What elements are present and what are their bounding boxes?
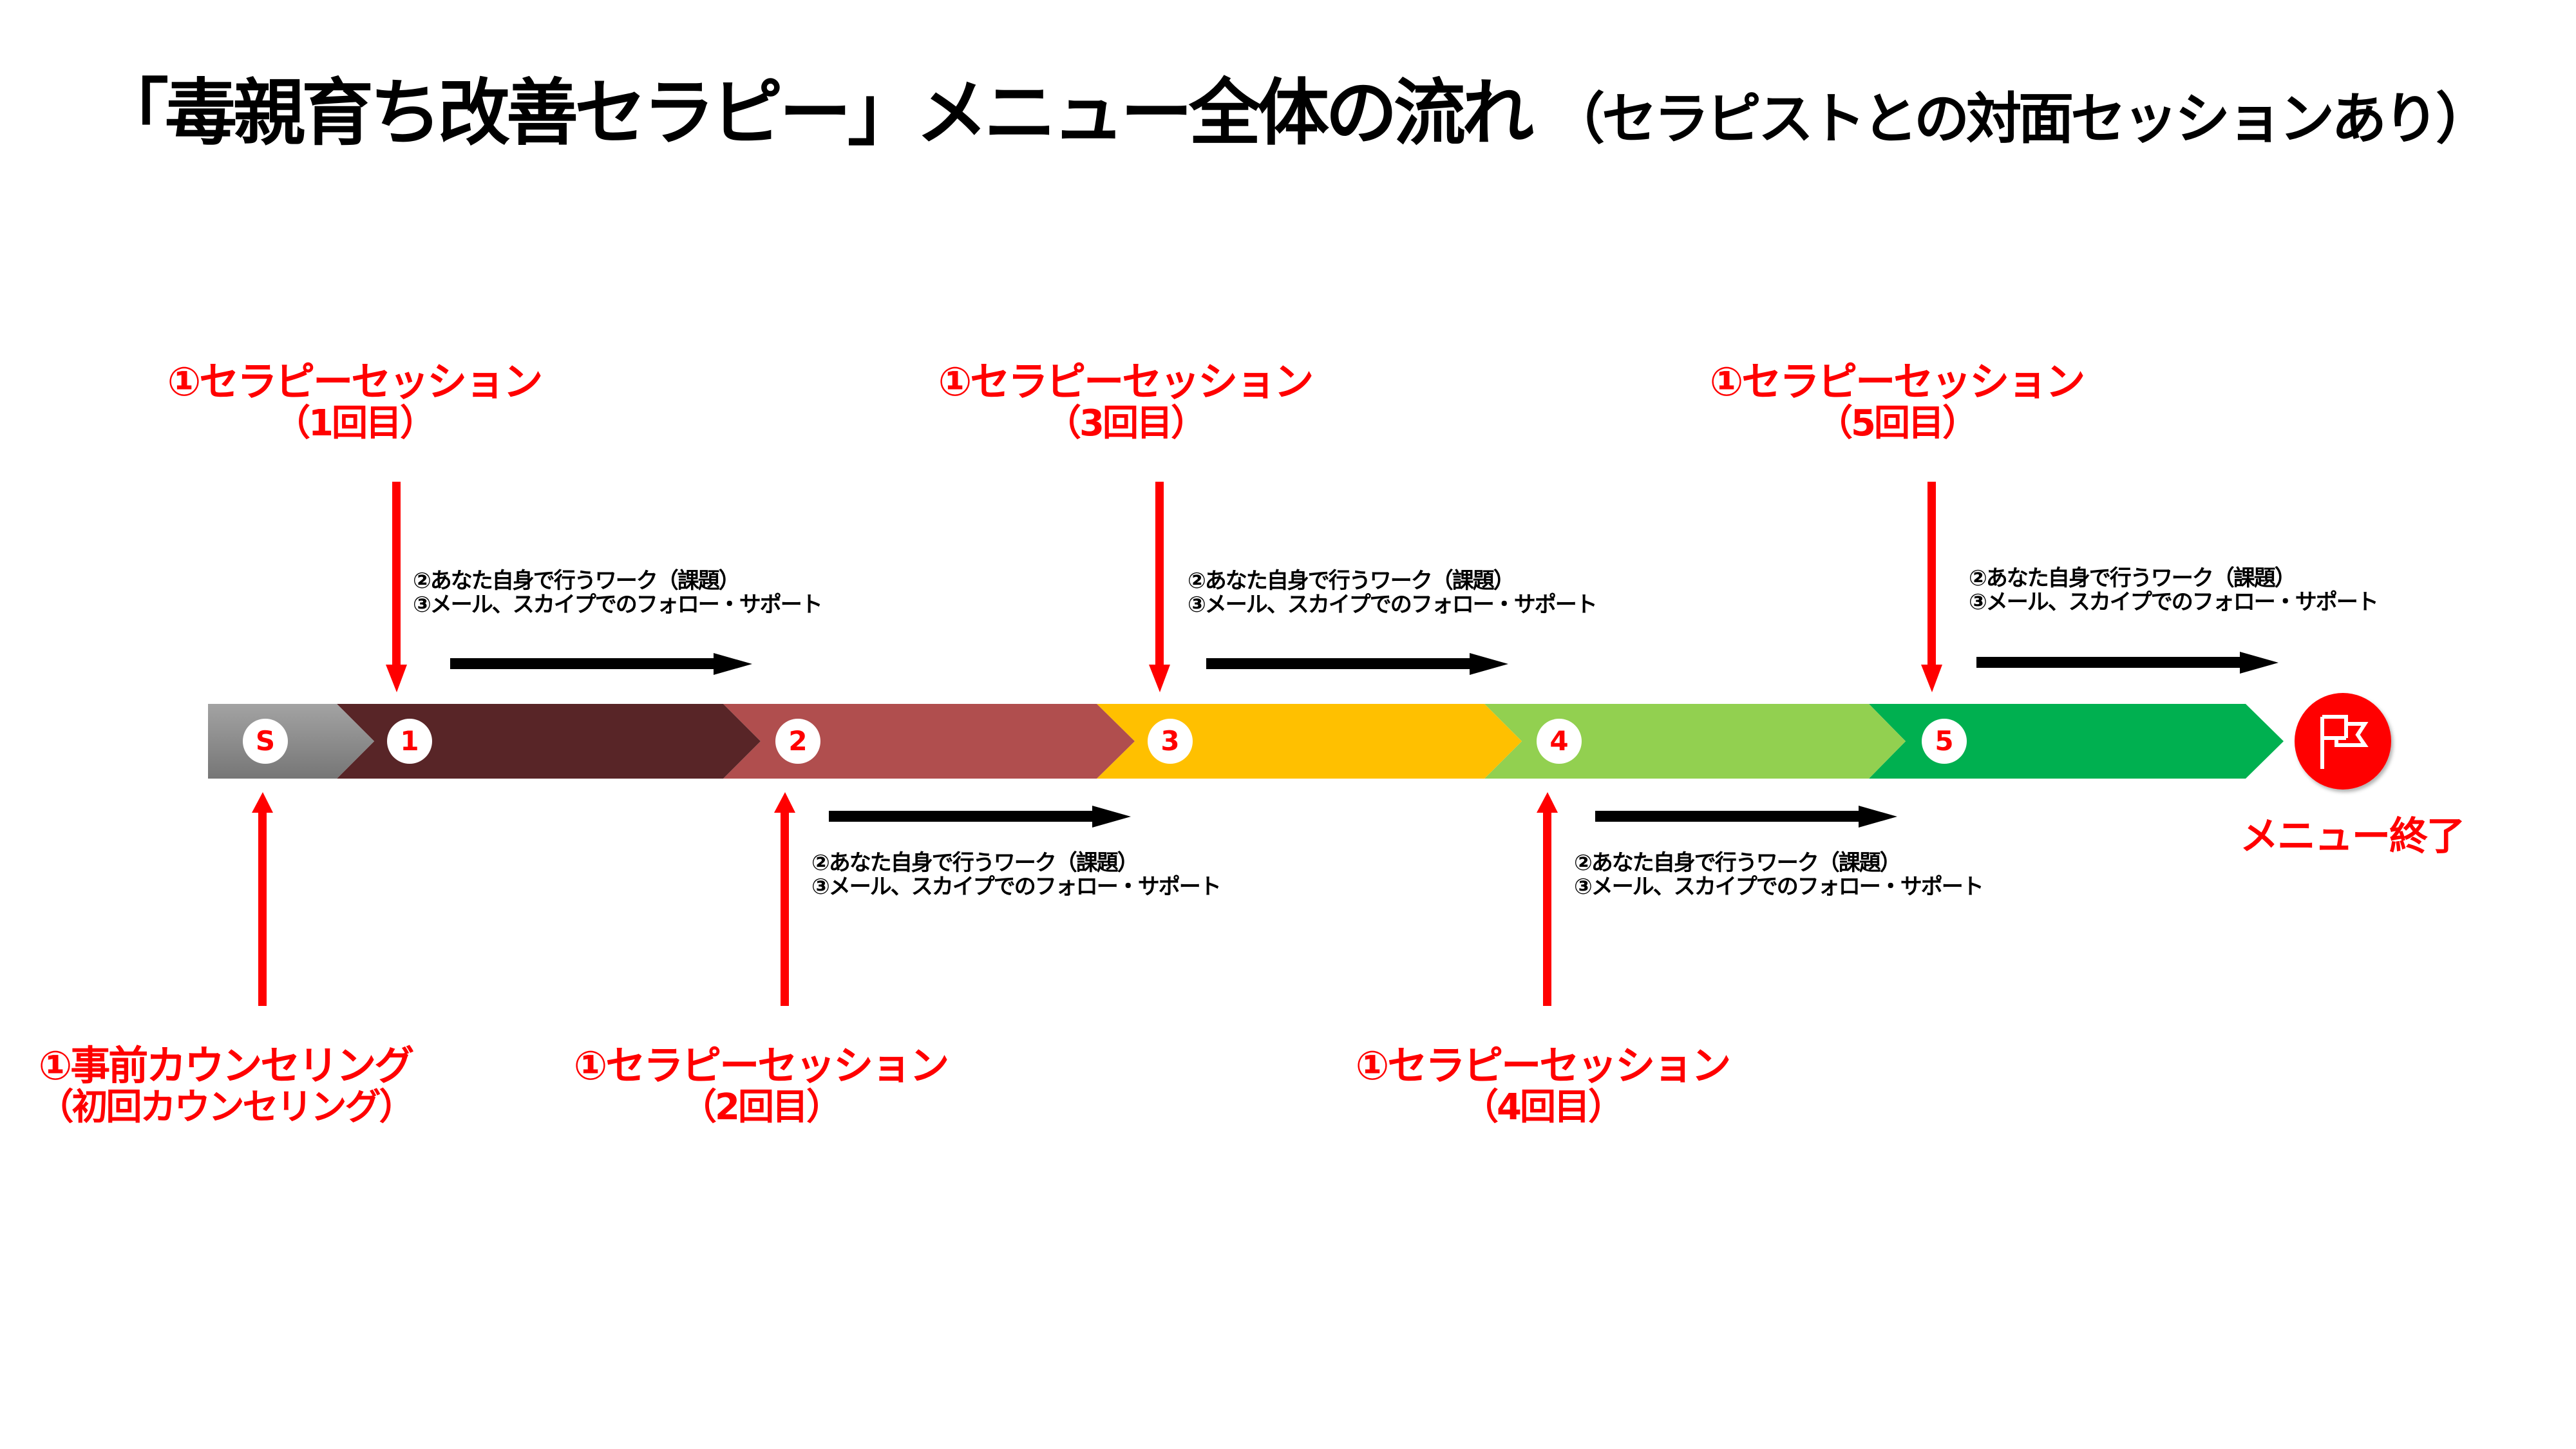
stage-3-chevron	[1097, 704, 1522, 779]
arrow-session-2	[774, 792, 795, 1006]
stage-badge-s: S	[243, 719, 288, 764]
session-count: （5回目）	[1817, 402, 1978, 445]
arrow-pre-counseling	[252, 792, 273, 1006]
session-count: （1回目）	[274, 402, 436, 445]
arrow-session-3	[1149, 482, 1170, 692]
session-count: （3回目）	[1045, 402, 1207, 445]
session-count: （2回目）	[681, 1086, 842, 1129]
stage-5-chevron	[1869, 704, 2284, 779]
session-title: ①セラピーセッション	[1355, 1042, 1732, 1089]
work-arrow-1	[450, 653, 752, 675]
work-line-support: ③メール、スカイプでのフォロー・サポート	[1969, 589, 2379, 615]
session-label-2: ①セラピーセッション （2回目）	[567, 1043, 954, 1128]
work-text-5: ②あなた自身で行うワーク（課題） ③メール、スカイプでのフォロー・サポート	[1969, 565, 2379, 615]
session-label-1: ①セラピーセッション （1回目）	[161, 359, 547, 444]
stage-badge-1: 1	[387, 719, 432, 764]
arrow-session-1	[386, 482, 407, 692]
session-label-3: ①セラピーセッション （3回目）	[932, 359, 1318, 444]
stage-badge-3: 3	[1148, 719, 1193, 764]
work-line-assignment: ②あなた自身で行うワーク（課題）	[811, 850, 1139, 876]
menu-end-label: メニュー終了	[2240, 814, 2465, 859]
session-count: （初回カウンセリング）	[37, 1086, 415, 1129]
flag-icon	[2320, 715, 2369, 769]
work-arrow-5	[1976, 652, 2278, 674]
stage-badge-4: 4	[1537, 719, 1582, 764]
work-line-assignment: ②あなた自身で行うワーク（課題）	[1969, 565, 2297, 591]
stage-s-chevron	[208, 704, 374, 779]
work-line-support: ③メール、スカイプでのフォロー・サポート	[1188, 591, 1598, 618]
stage-1-chevron	[337, 704, 761, 779]
session-title: ①事前カウンセリング	[38, 1042, 415, 1089]
stage-2-chevron	[723, 704, 1135, 779]
session-title: ①セラピーセッション	[167, 358, 544, 405]
session-label-pre: ①事前カウンセリング （初回カウンセリング）	[32, 1043, 419, 1128]
end-flag-badge	[2295, 693, 2391, 790]
stage-badge-5: 5	[1922, 719, 1967, 764]
work-text-4: ②あなた自身で行うワーク（課題） ③メール、スカイプでのフォロー・サポート	[1574, 850, 1984, 900]
stage-badge-2: 2	[775, 719, 820, 764]
session-title: ①セラピーセッション	[938, 358, 1314, 405]
work-line-support: ③メール、スカイプでのフォロー・サポート	[413, 591, 823, 618]
work-text-2: ②あなた自身で行うワーク（課題） ③メール、スカイプでのフォロー・サポート	[811, 850, 1222, 900]
session-title: ①セラピーセッション	[573, 1042, 950, 1089]
work-line-assignment: ②あなた自身で行うワーク（課題）	[1188, 568, 1515, 594]
session-title: ①セラピーセッション	[1709, 358, 2086, 405]
title-subtitle: （セラピストとの対面セッションあり）	[1549, 87, 2491, 151]
work-line-assignment: ②あなた自身で行うワーク（課題）	[1574, 850, 1902, 876]
arrow-session-4	[1537, 792, 1558, 1006]
work-text-3: ②あなた自身で行うワーク（課題） ③メール、スカイプでのフォロー・サポート	[1188, 568, 1598, 618]
work-line-support: ③メール、スカイプでのフォロー・サポート	[811, 873, 1222, 900]
work-arrow-4	[1595, 806, 1897, 828]
work-line-support: ③メール、スカイプでのフォロー・サポート	[1574, 873, 1984, 900]
work-arrow-3	[1206, 653, 1508, 675]
title-main: 「毒親育ち改善セラピー」メニュー全体の流れ	[97, 71, 1534, 155]
session-label-5: ①セラピーセッション （5回目）	[1703, 359, 2090, 444]
session-count: （4回目）	[1463, 1086, 1624, 1129]
arrow-session-5	[1921, 482, 1942, 692]
work-arrow-2	[829, 806, 1131, 828]
work-line-assignment: ②あなた自身で行うワーク（課題）	[413, 568, 741, 594]
session-label-4: ①セラピーセッション （4回目）	[1349, 1043, 1736, 1128]
stage-4-chevron	[1484, 704, 1906, 779]
page-title: 「毒親育ち改善セラピー」メニュー全体の流れ（セラピストとの対面セッションあり）	[97, 77, 2491, 151]
work-text-1: ②あなた自身で行うワーク（課題） ③メール、スカイプでのフォロー・サポート	[413, 568, 823, 618]
